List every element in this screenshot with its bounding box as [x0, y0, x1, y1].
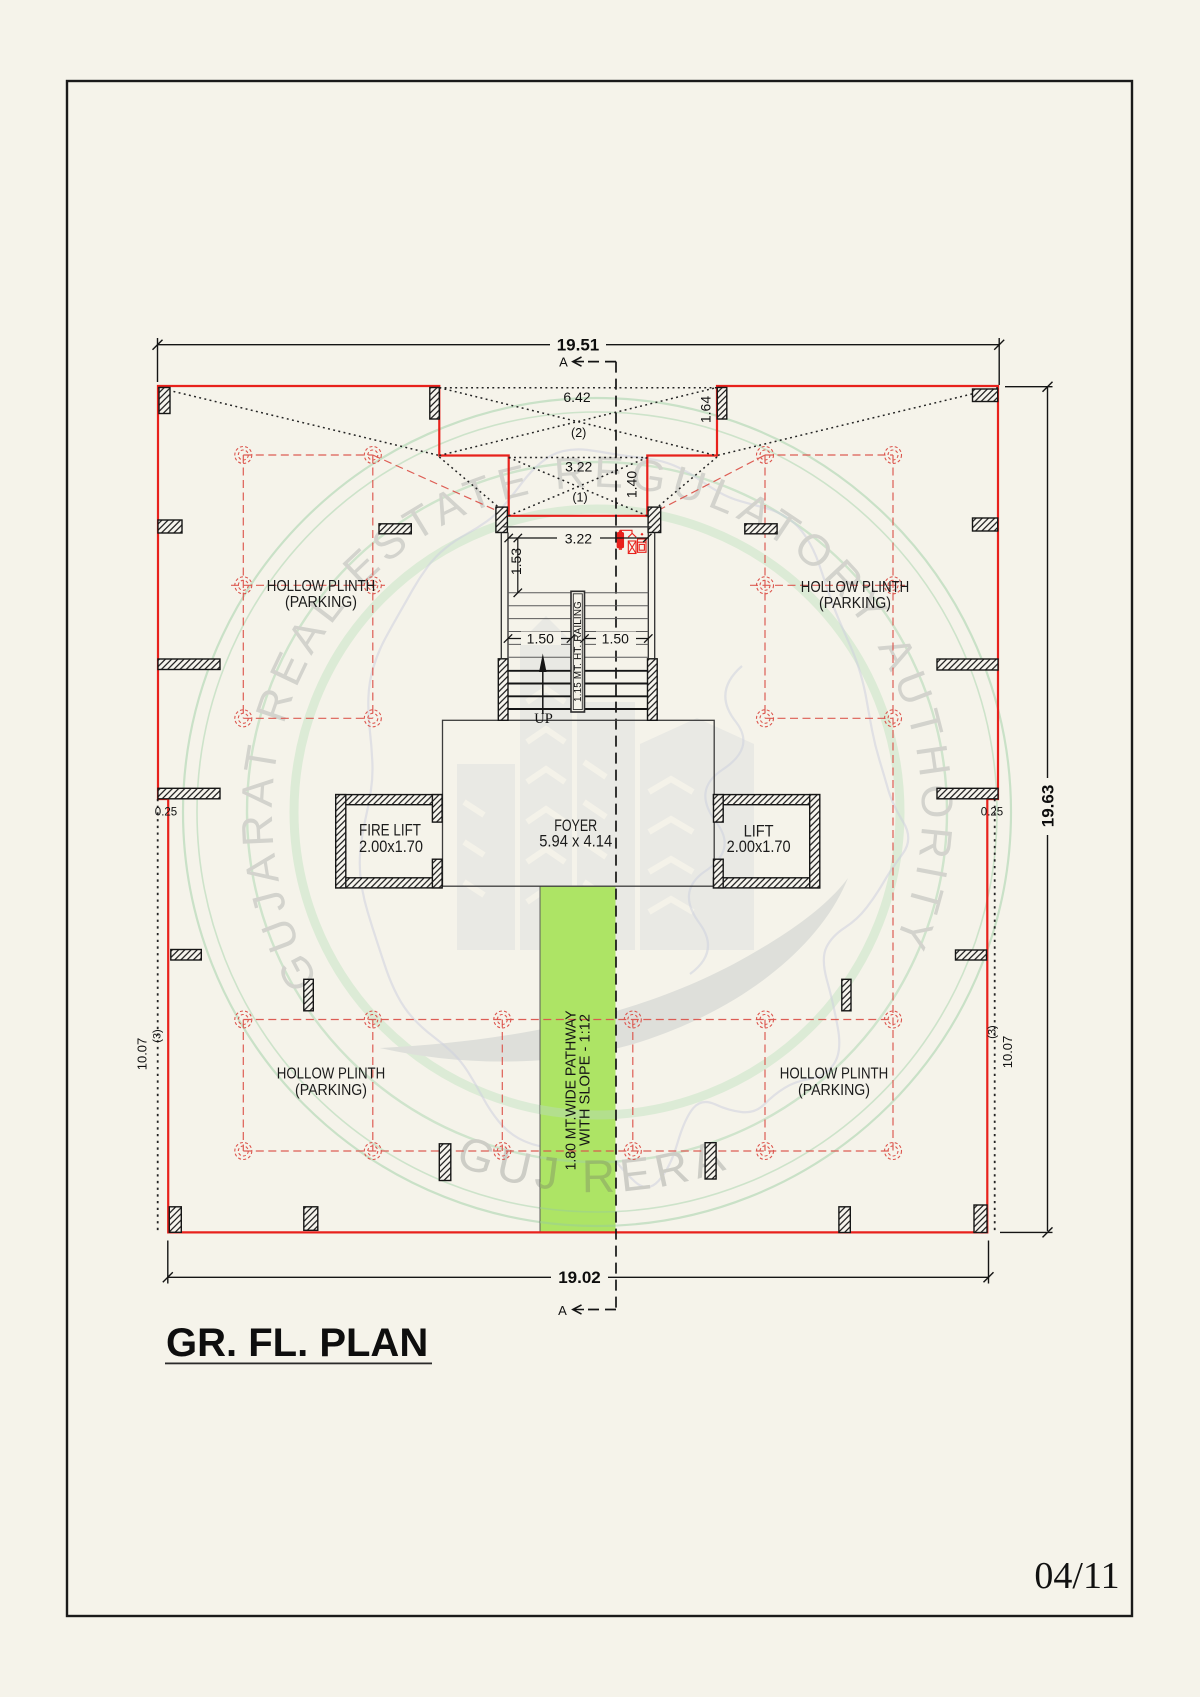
svg-text:GR. FL. PLAN: GR. FL. PLAN: [166, 1321, 428, 1365]
svg-text:FOYER: FOYER: [554, 817, 597, 835]
svg-text:0.25: 0.25: [981, 807, 1003, 819]
svg-text:(PARKING): (PARKING): [285, 594, 357, 611]
svg-text:1.80 MT.WIDE PATHWAY: 1.80 MT.WIDE PATHWAY: [564, 1010, 580, 1170]
svg-text:FIRE LIFT: FIRE LIFT: [359, 822, 421, 840]
svg-text:3.22: 3.22: [565, 530, 592, 546]
svg-text:(3): (3): [987, 1025, 999, 1038]
svg-text:(PARKING): (PARKING): [295, 1082, 367, 1099]
svg-text:HOLLOW PLINTH: HOLLOW PLINTH: [801, 579, 910, 596]
svg-text:HOLLOW PLINTH: HOLLOW PLINTH: [267, 578, 376, 595]
svg-text:(2): (2): [571, 426, 586, 440]
svg-text:19.51: 19.51: [557, 336, 600, 355]
svg-text:LIFT: LIFT: [744, 823, 774, 841]
svg-text:04/11: 04/11: [1034, 1555, 1119, 1597]
svg-text:10.07: 10.07: [1000, 1036, 1015, 1069]
svg-text:1.40: 1.40: [624, 471, 640, 498]
svg-text:1.53: 1.53: [508, 548, 524, 575]
svg-text:1.64: 1.64: [698, 396, 714, 423]
svg-text:19.02: 19.02: [558, 1268, 601, 1287]
svg-text:A: A: [558, 1303, 567, 1318]
svg-text:HOLLOW PLINTH: HOLLOW PLINTH: [277, 1066, 386, 1083]
svg-text:6.42: 6.42: [563, 389, 590, 405]
svg-text:(PARKING): (PARKING): [819, 595, 891, 612]
svg-text:(PARKING): (PARKING): [798, 1082, 870, 1099]
svg-text:A: A: [559, 355, 568, 370]
svg-text:19.63: 19.63: [1039, 785, 1058, 828]
svg-text:2.00x1.70: 2.00x1.70: [359, 838, 423, 856]
svg-text:2.00x1.70: 2.00x1.70: [727, 838, 791, 856]
svg-text:UP: UP: [534, 711, 553, 727]
svg-text:1.15 MT. HT. RAILING: 1.15 MT. HT. RAILING: [573, 601, 584, 702]
svg-text:1.50: 1.50: [602, 631, 629, 647]
svg-text:3.22: 3.22: [565, 459, 592, 475]
svg-text:(3): (3): [152, 1029, 164, 1042]
svg-text:5.94 x 4.14: 5.94 x 4.14: [539, 833, 612, 851]
svg-text:1.50: 1.50: [527, 631, 554, 647]
svg-text:WITH SLOPE - 1:12: WITH SLOPE - 1:12: [578, 1014, 594, 1146]
svg-text:(1): (1): [572, 491, 587, 505]
svg-text:10.07: 10.07: [135, 1038, 150, 1071]
svg-text:0.25: 0.25: [155, 807, 177, 819]
svg-text:HOLLOW PLINTH: HOLLOW PLINTH: [780, 1066, 889, 1083]
